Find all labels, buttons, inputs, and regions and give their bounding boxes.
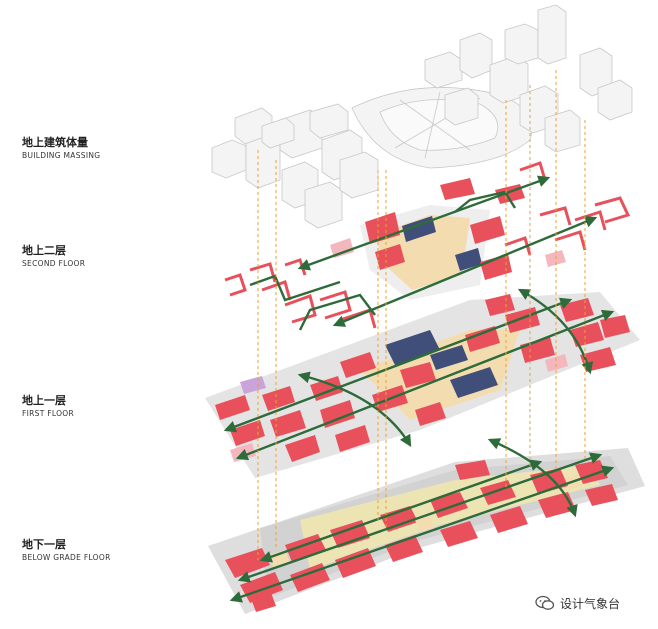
- layer-title-en: BUILDING MASSING: [22, 151, 101, 160]
- below-grade-floor-plate: [208, 448, 645, 614]
- layer-label-second-floor: 地上二层 SECOND FLOOR: [22, 244, 85, 269]
- layer-title-en: BELOW GRADE FLOOR: [22, 553, 111, 562]
- building-massing: [211, 4, 633, 229]
- watermark: 设计气象台: [535, 592, 620, 614]
- vertical-alignment-guides: [257, 70, 586, 560]
- layer-label-massing: 地上建筑体量 BUILDING MASSING: [22, 136, 100, 161]
- layer-title-cn: 地上二层: [22, 244, 66, 257]
- watermark-text: 设计气象台: [560, 596, 621, 611]
- layer-title-en: SECOND FLOOR: [22, 259, 86, 268]
- layer-title-cn: 地上建筑体量: [22, 136, 88, 149]
- layer-label-below-grade: 地下一层 BELOW GRADE FLOOR: [22, 538, 111, 563]
- layer-title-cn: 地上一层: [22, 394, 66, 407]
- layer-title-en: FIRST FLOOR: [22, 409, 75, 418]
- wechat-icon: [535, 595, 555, 610]
- second-floor-circulation-arrows: [249, 175, 598, 331]
- layer-title-cn: 地下一层: [22, 538, 66, 551]
- layer-label-first-floor: 地上一层 FIRST FLOOR: [22, 394, 74, 419]
